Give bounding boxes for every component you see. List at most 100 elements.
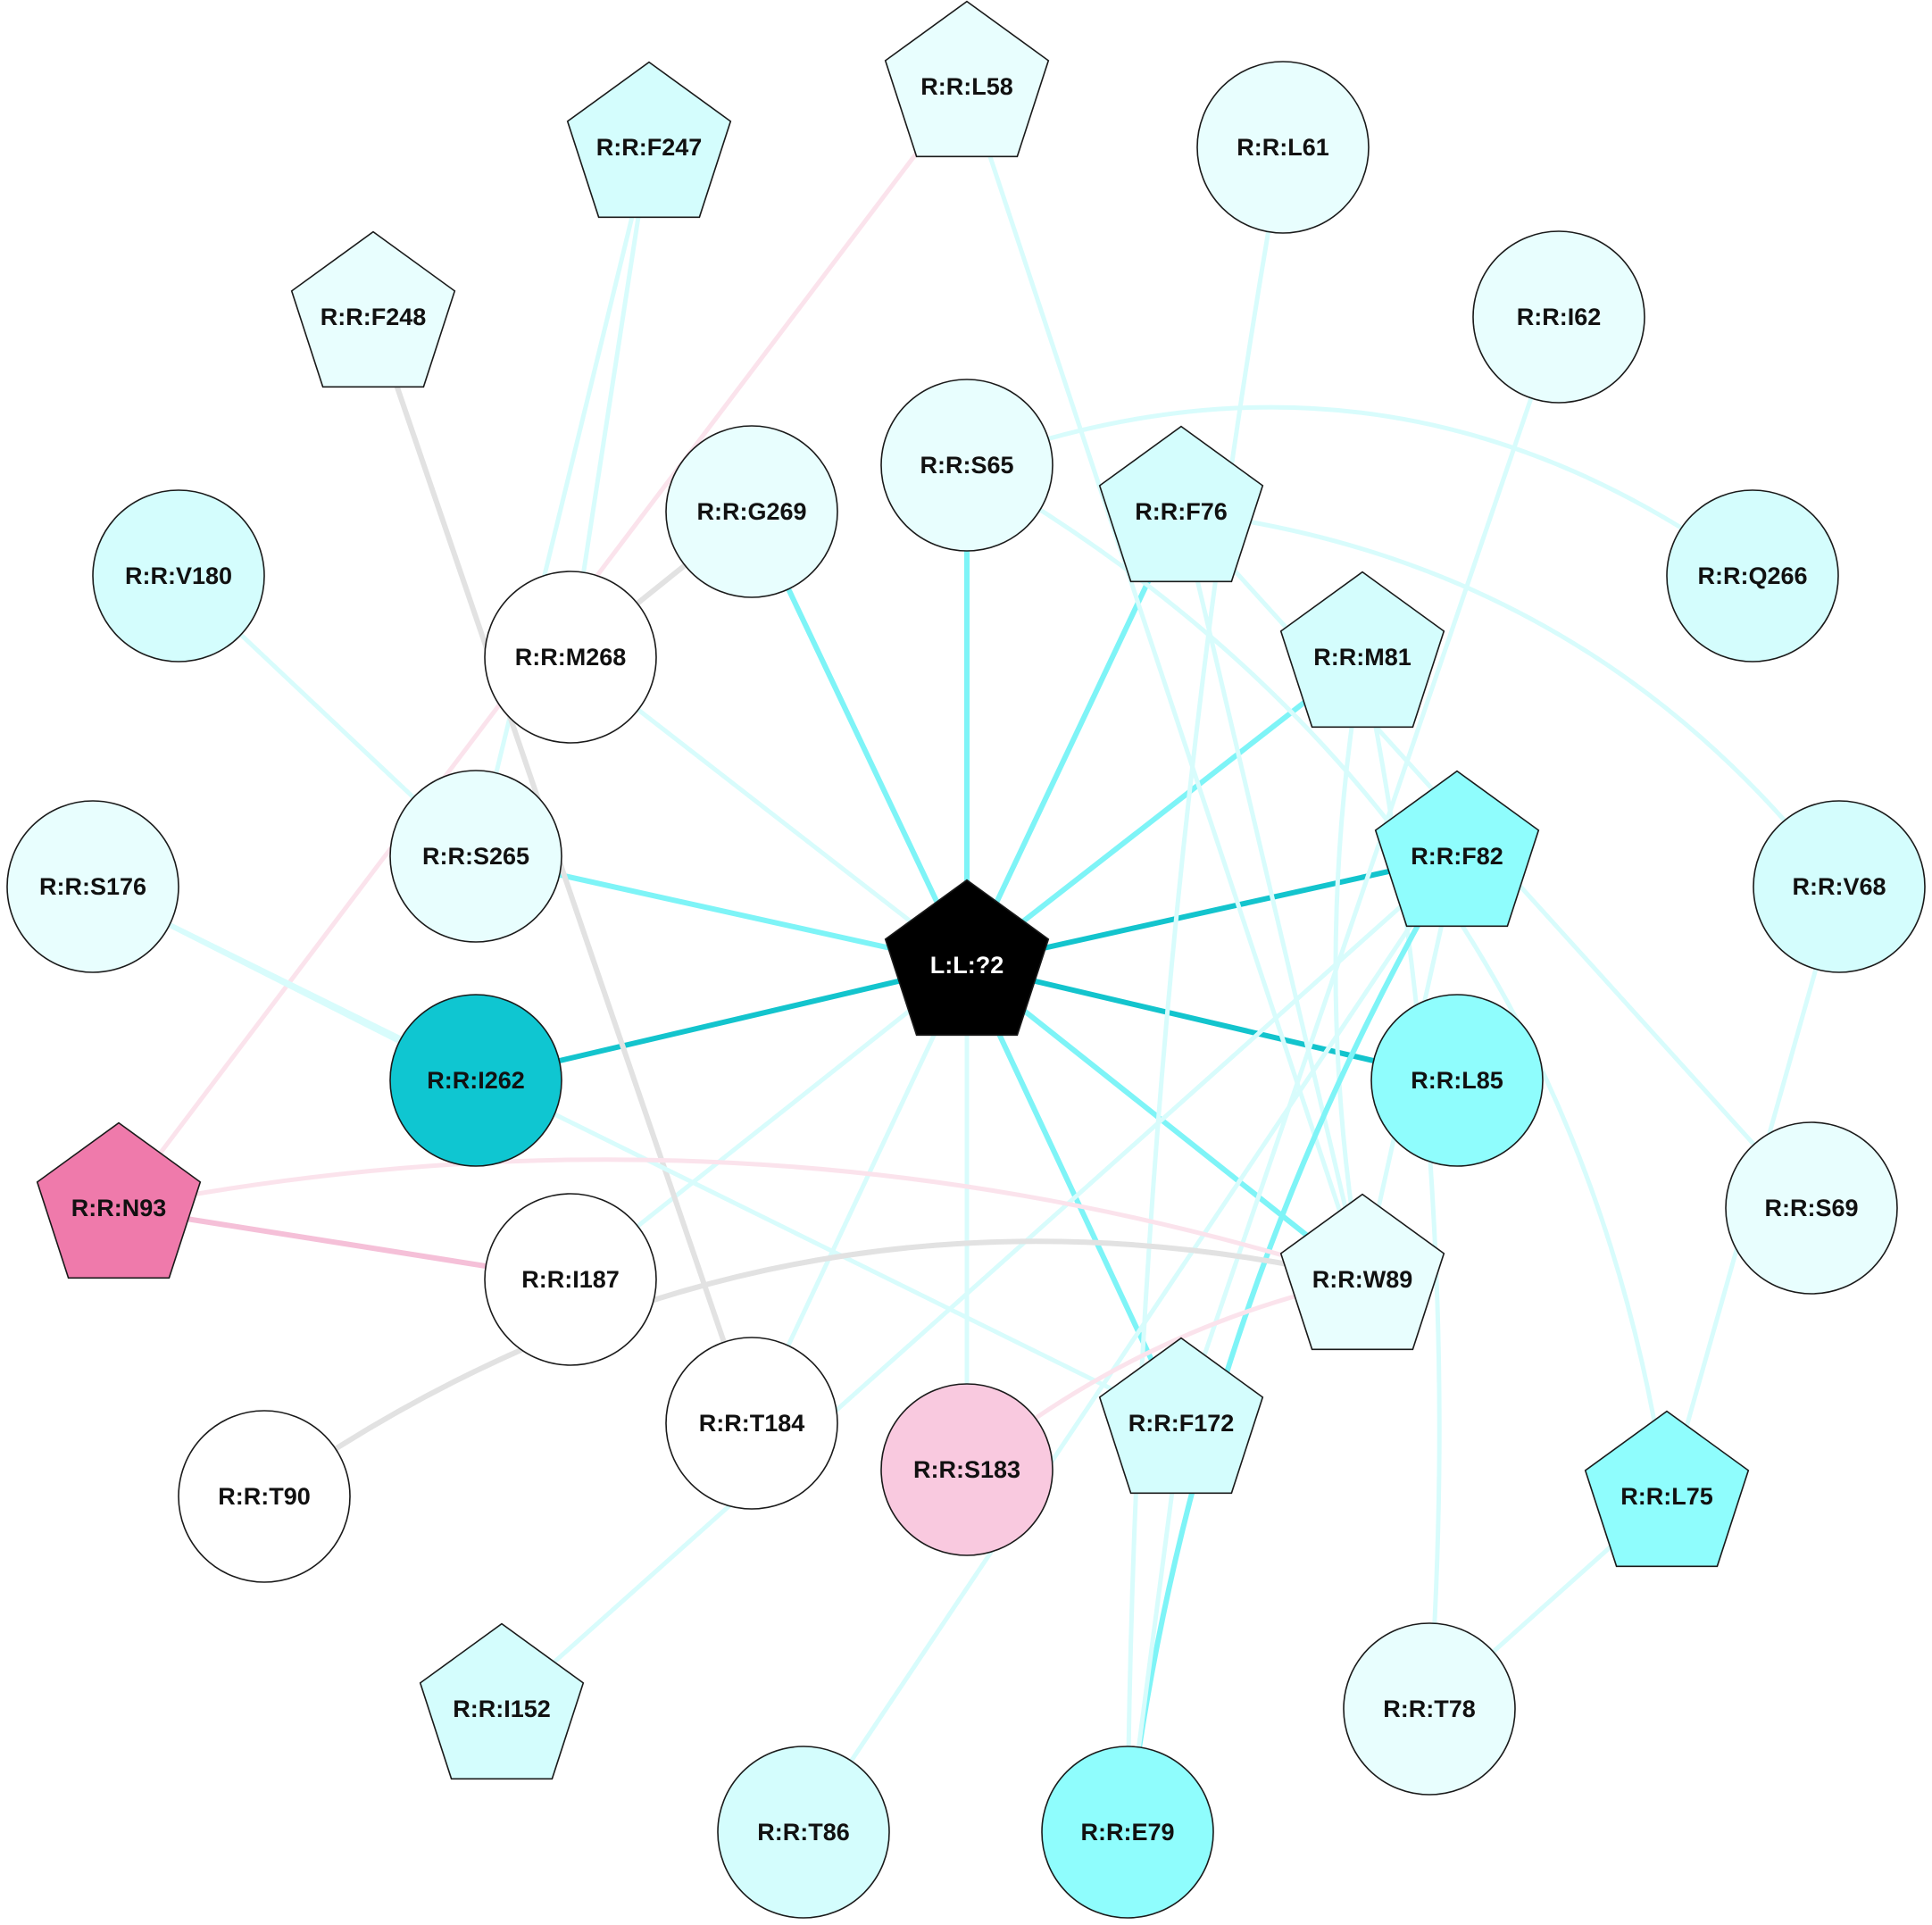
node-pentagon-shape — [290, 230, 456, 388]
node-pentagon-shape — [1279, 571, 1445, 729]
node-label: L:L:?2 — [930, 952, 1003, 979]
node-circle-shape — [1725, 1121, 1898, 1295]
node-label: R:R:F248 — [321, 304, 427, 330]
node-circle-shape — [717, 1746, 890, 1919]
edge-l-l-2-to-r-r-f76 — [964, 509, 1184, 968]
node-label: R:R:V68 — [1792, 873, 1886, 900]
node-label: R:R:F76 — [1135, 498, 1228, 525]
node-r-r-t86: R:R:T86 — [717, 1746, 890, 1919]
node-label: R:R:I187 — [521, 1266, 620, 1293]
node-r-r-w89: R:R:W89 — [1279, 1193, 1445, 1351]
edge-r-r-f82-to-r-r-e79 — [1125, 854, 1460, 1835]
node-label: R:R:F82 — [1411, 843, 1503, 870]
edge-r-r-f82-to-r-r-i152 — [499, 854, 1460, 1712]
node-pentagon-shape — [1098, 1337, 1264, 1495]
node-circle-shape — [1666, 489, 1839, 662]
edge-r-r-n93-to-r-r-w89 — [116, 1157, 1365, 1282]
node-circle-shape — [880, 379, 1053, 552]
edge-r-r-f248-to-r-r-t184 — [371, 314, 754, 1426]
node-circle-shape — [1196, 61, 1370, 234]
node-label: R:R:N93 — [71, 1195, 167, 1221]
node-r-r-f172: R:R:F172 — [1098, 1337, 1264, 1495]
node-pentagon-shape — [1584, 1410, 1750, 1568]
node-pentagon-shape — [884, 879, 1050, 1037]
node-pentagon-shape — [884, 0, 1050, 158]
node-r-r-s69: R:R:S69 — [1725, 1121, 1898, 1295]
node-circle-shape — [484, 1193, 657, 1366]
node-r-r-l75: R:R:L75 — [1584, 1410, 1750, 1568]
node-r-r-m81: R:R:M81 — [1279, 571, 1445, 729]
edge-r-r-i62-to-r-r-f172 — [1178, 314, 1561, 1426]
edge-r-r-f82-to-r-r-t86 — [801, 854, 1460, 1835]
node-label: R:R:S65 — [920, 452, 1013, 479]
node-r-r-s183: R:R:S183 — [880, 1383, 1053, 1556]
node-r-r-i62: R:R:I62 — [1472, 230, 1645, 404]
node-r-r-t184: R:R:T184 — [665, 1337, 838, 1510]
node-label: R:R:T90 — [218, 1483, 311, 1510]
node-r-r-m268: R:R:M268 — [484, 571, 657, 744]
node-label: R:R:S176 — [39, 873, 146, 900]
node-l-l-2: L:L:?2 — [884, 879, 1050, 1037]
node-r-r-t78: R:R:T78 — [1343, 1622, 1516, 1796]
node-label: R:R:F172 — [1128, 1410, 1235, 1437]
node-circle-shape — [665, 425, 838, 598]
edge-l-l-2-to-r-r-m81 — [964, 654, 1365, 968]
node-pentagon-shape — [1098, 425, 1264, 583]
node-circle-shape — [389, 994, 562, 1167]
node-r-r-l58: R:R:L58 — [884, 0, 1050, 158]
edge-r-r-f76-to-r-r-v68 — [1178, 509, 1842, 889]
node-r-r-i187: R:R:I187 — [484, 1193, 657, 1366]
node-circle-shape — [1472, 230, 1645, 404]
edge-l-l-2-to-r-r-f172 — [964, 962, 1184, 1426]
edge-r-r-f76-to-r-r-w89 — [1178, 509, 1365, 1282]
node-pentagon-shape — [1374, 770, 1540, 928]
node-circle-shape — [1753, 800, 1926, 973]
node-r-r-l85: R:R:L85 — [1370, 994, 1544, 1167]
edge-r-r-s65-to-r-r-q266 — [964, 404, 1755, 579]
node-label: R:R:L61 — [1237, 134, 1329, 161]
node-r-r-e79: R:R:E79 — [1041, 1746, 1214, 1919]
node-r-r-s176: R:R:S176 — [6, 800, 179, 973]
node-label: R:R:F247 — [596, 134, 703, 161]
node-circle-shape — [1370, 994, 1544, 1167]
node-label: R:R:T78 — [1383, 1696, 1476, 1722]
node-label: R:R:T86 — [757, 1819, 850, 1846]
node-r-r-s265: R:R:S265 — [389, 770, 562, 943]
node-label: R:R:E79 — [1080, 1819, 1174, 1846]
node-label: R:R:I62 — [1517, 304, 1602, 330]
node-circle-shape — [1041, 1746, 1214, 1919]
node-circle-shape — [92, 489, 265, 662]
node-label: R:R:L75 — [1620, 1483, 1713, 1510]
node-circle-shape — [665, 1337, 838, 1510]
edge-r-r-f247-to-r-r-s265 — [473, 145, 652, 859]
node-r-r-v180: R:R:V180 — [92, 489, 265, 662]
node-pentagon-shape — [566, 61, 732, 219]
node-label: R:R:Q266 — [1697, 562, 1807, 589]
edge-r-r-l61-to-r-r-e79 — [1125, 145, 1286, 1835]
edge-r-r-m81-to-r-r-t78 — [1360, 654, 1442, 1712]
node-label: R:R:W89 — [1312, 1266, 1413, 1293]
edge-l-l-2-to-r-r-f82 — [964, 854, 1460, 968]
node-label: R:R:G269 — [696, 498, 806, 525]
node-r-r-v68: R:R:V68 — [1753, 800, 1926, 973]
node-label: R:R:S69 — [1764, 1195, 1858, 1221]
node-label: R:R:L85 — [1411, 1067, 1503, 1094]
node-label: R:R:M268 — [515, 644, 627, 671]
node-circle-shape — [484, 571, 657, 744]
node-label: R:R:I152 — [453, 1696, 551, 1722]
node-pentagon-shape — [419, 1622, 585, 1780]
node-label: R:R:I262 — [427, 1067, 525, 1094]
edge-r-r-s176-to-r-r-f172 — [90, 884, 1184, 1426]
node-r-r-f76: R:R:F76 — [1098, 425, 1264, 583]
node-circle-shape — [880, 1383, 1053, 1556]
node-r-r-f247: R:R:F247 — [566, 61, 732, 219]
node-circle-shape — [6, 800, 179, 973]
node-r-r-s65: R:R:S65 — [880, 379, 1053, 552]
edge-l-l-2-to-r-r-w89 — [964, 962, 1365, 1282]
node-pentagon-shape — [1279, 1193, 1445, 1351]
node-pentagon-shape — [36, 1121, 202, 1279]
node-label: R:R:S265 — [422, 843, 529, 870]
node-label: R:R:V180 — [125, 562, 232, 589]
